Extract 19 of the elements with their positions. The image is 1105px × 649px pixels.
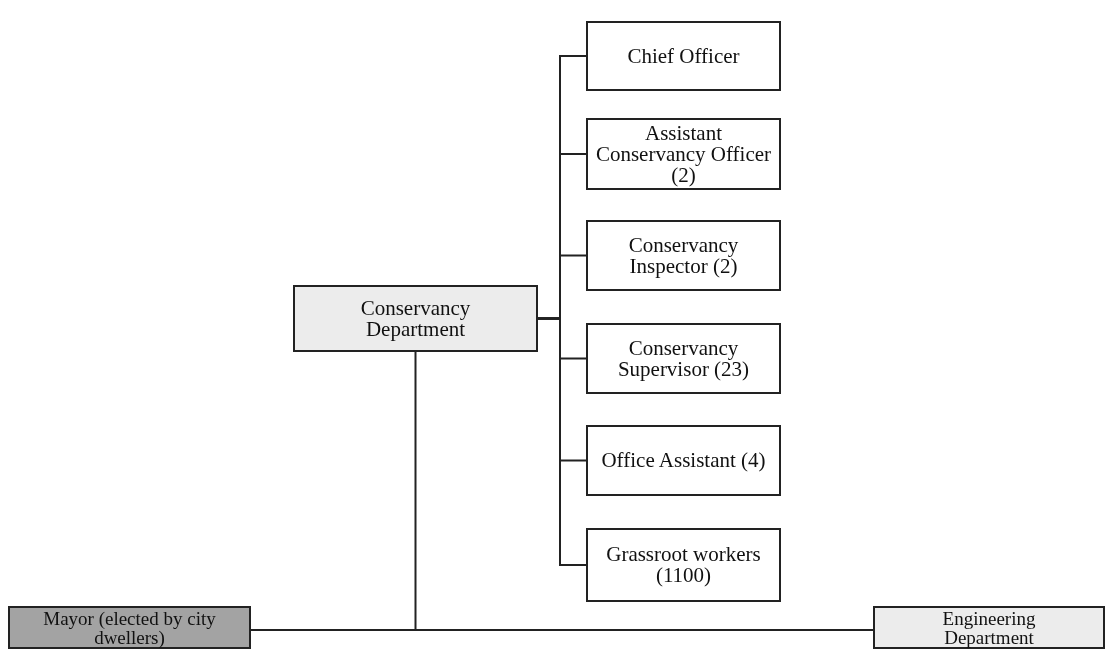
org-box [586, 118, 781, 190]
org-box [586, 323, 781, 394]
org-box [8, 606, 251, 649]
org-box [586, 21, 781, 91]
box-label: Assistant Conservancy Officer (2) [594, 122, 773, 186]
box-label: Mayor (elected by city dwellers) [42, 608, 217, 647]
box-label: Conservancy Inspector (2) [627, 234, 740, 277]
box-label: Chief Officer [627, 45, 740, 67]
org-box [293, 285, 538, 352]
org-box [586, 220, 781, 291]
connector-line [537, 317, 587, 566]
box-label: Conservancy Department [359, 297, 472, 340]
box-label: Grassroot workers (1100) [605, 544, 762, 586]
box-label: Conservancy Supervisor (23) [616, 337, 751, 380]
box-label: Office Assistant (4) [601, 450, 766, 471]
org-box [586, 425, 781, 496]
org-box [586, 528, 781, 602]
box-label: Engineering Department [941, 608, 1037, 647]
org-box [873, 606, 1105, 649]
